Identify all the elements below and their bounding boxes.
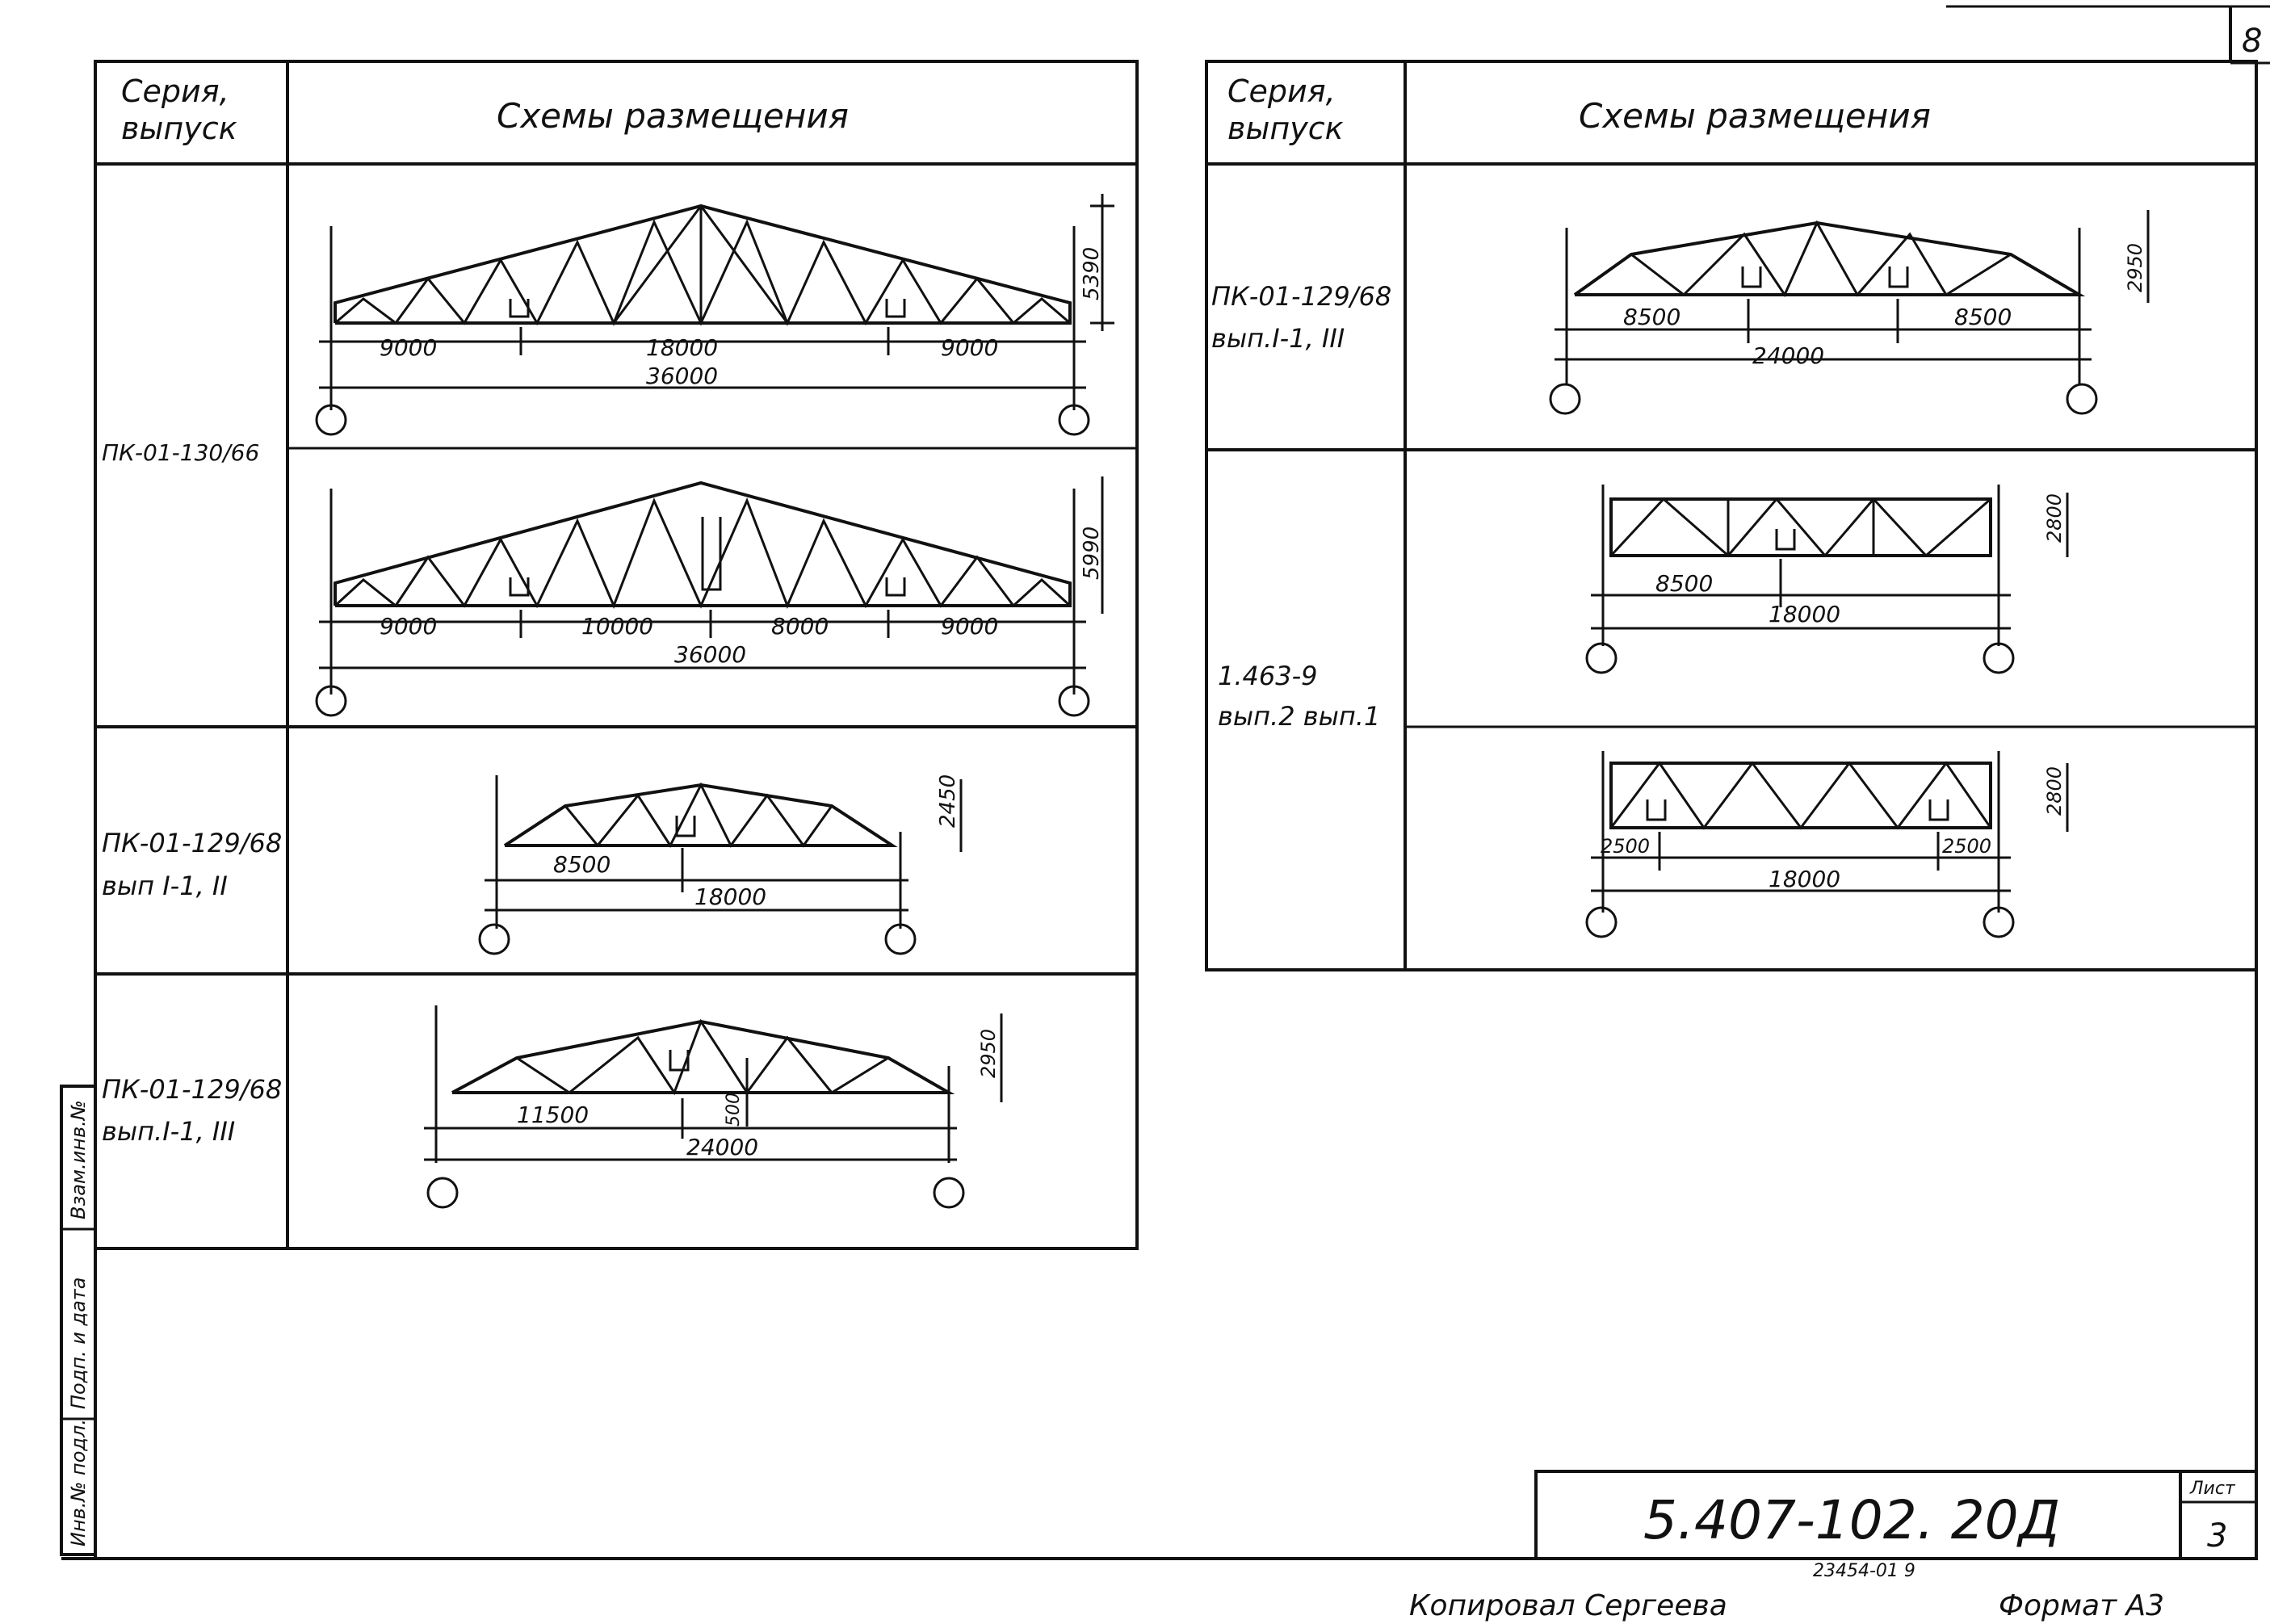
left-row2-series-line2: вып I-1, II	[102, 871, 228, 901]
dim-l1-a: 9000	[380, 334, 437, 361]
dim-r3-span: 18000	[1769, 866, 1840, 892]
girder-scheme-18m-a: 8500 18000 2800	[1585, 485, 2069, 674]
right-row1-series-line2: вып.I-1, III	[1211, 323, 1345, 354]
dim-l1-height: 5390	[1080, 247, 1104, 300]
left-header-series-line2: выпуск	[121, 111, 237, 146]
dim-l2-a: 9000	[380, 613, 437, 640]
left-row3-series-line2: вып.I-1, III	[102, 1116, 235, 1147]
sheet-corner: 8	[1946, 5, 2270, 65]
dim-l2-height: 5990	[1080, 527, 1104, 580]
stamp-replaced-inv: Взам.инв.№	[67, 1100, 90, 1219]
right-table: Серия, выпуск Схемы размещения ПК-01-129…	[1205, 60, 2258, 971]
right-row2-series-line1: 1.463-9	[1218, 661, 1318, 691]
left-row2-series-line1: ПК-01-129/68	[102, 828, 282, 858]
sheet-label: Лист	[2189, 1479, 2236, 1499]
dim-l1-span: 36000	[646, 363, 718, 389]
copied-by: Копировал Сергеева	[1409, 1589, 1727, 1622]
truss-scheme-36m-a: 9000 18000 9000 36000 5390	[315, 194, 1114, 436]
sheet-corner-number: 8	[2242, 23, 2262, 60]
dim-r2-height: 2800	[2043, 493, 2066, 543]
right-row2-series-line2: вып.2 вып.1	[1218, 701, 1380, 732]
dim-l3-span: 18000	[694, 883, 766, 910]
dim-r3-a: 2500	[1601, 835, 1650, 858]
dim-r1-height: 2950	[2124, 243, 2146, 292]
right-header-series-line2: выпуск	[1227, 111, 1344, 146]
left-header-schemes: Схемы размещения	[497, 96, 849, 136]
left-table: Серия, выпуск Схемы размещения ПК-01-130…	[94, 60, 1139, 1250]
dim-l4-height: 2950	[977, 1029, 1000, 1078]
dim-l4-extra: 500	[724, 1093, 744, 1127]
dim-l1-c: 9000	[941, 334, 998, 361]
dim-r2-a: 8500	[1655, 570, 1713, 597]
truss-scheme-36m-b: 9000 10000 8000 9000 36000 5990	[315, 476, 1104, 717]
truss-scheme-24m-right: 8500 8500 24000 2950	[1549, 210, 2150, 415]
footer: Копировал Сергеева Формат А3	[1409, 1589, 2164, 1622]
right-row1-series-line1: ПК-01-129/68	[1211, 281, 1391, 312]
format-label: Формат А3	[1999, 1589, 2164, 1622]
left-header-series-line1: Серия,	[121, 73, 229, 109]
left-row3-series-line1: ПК-01-129/68	[102, 1074, 282, 1105]
dim-l2-c: 8000	[771, 613, 829, 640]
dim-l2-span: 36000	[674, 641, 746, 668]
truss-scheme-24m-left: 11500 24000 2950 500	[424, 1005, 1003, 1209]
dim-l2-d: 9000	[941, 613, 998, 640]
dim-l1-b: 18000	[646, 334, 718, 361]
side-stamp: Инв.№ подл. Подп. и дата Взам.инв.№	[60, 1085, 97, 1556]
truss-scheme-18m: 8500 18000 2450	[478, 774, 963, 955]
dim-l4-a: 11500	[517, 1102, 589, 1128]
document-number: 5.407-102. 20Д	[1643, 1489, 2060, 1551]
stamp-inv-original: Инв.№ подл.	[67, 1419, 90, 1546]
girder-scheme-18m-b: 2500 2500 18000 2800	[1585, 751, 2069, 938]
title-block: 5.407-102. 20Д Лист 3 23454-01 9	[1534, 1470, 2258, 1581]
dim-l2-b: 10000	[581, 613, 653, 640]
stamp-sign-date: Подп. и дата	[67, 1278, 90, 1410]
sub-number: 23454-01 9	[1813, 1561, 1915, 1581]
dim-l4-span: 24000	[686, 1134, 758, 1160]
dim-r1-b: 8500	[1954, 304, 2012, 330]
dim-r3-height: 2800	[2043, 766, 2066, 816]
dim-l3-height: 2450	[936, 774, 960, 828]
dim-l3-a: 8500	[553, 851, 611, 878]
dim-r1-a: 8500	[1623, 304, 1680, 330]
dim-r3-b: 2500	[1942, 835, 1991, 858]
dim-r2-span: 18000	[1769, 601, 1840, 627]
right-header-schemes: Схемы размещения	[1579, 96, 1931, 136]
dim-r1-span: 24000	[1752, 342, 1824, 369]
right-header-series-line1: Серия,	[1227, 73, 1336, 109]
left-row1-series: ПК-01-130/66	[102, 439, 259, 466]
sheet-number: 3	[2207, 1517, 2227, 1555]
